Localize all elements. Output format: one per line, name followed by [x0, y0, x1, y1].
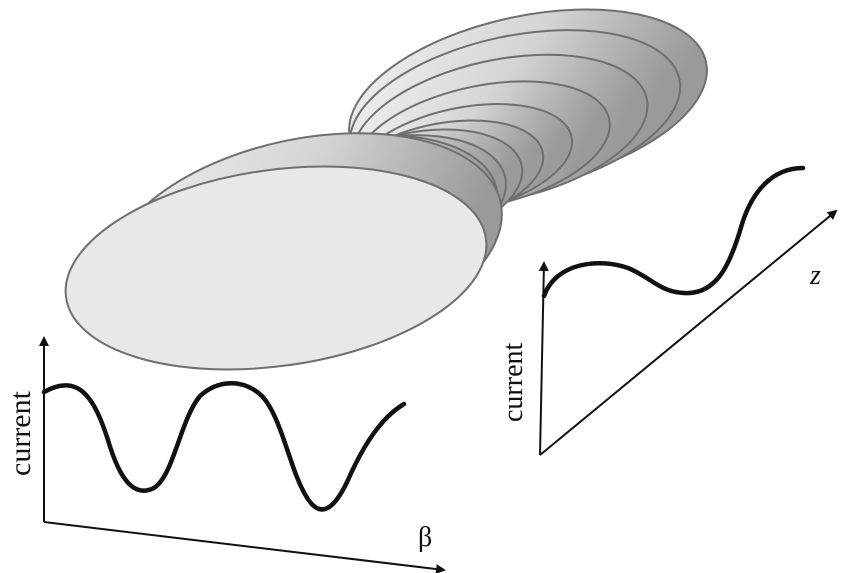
- right-plot: current z: [498, 165, 838, 456]
- left-x-axis: [43, 521, 446, 573]
- right-z-axis: [539, 209, 838, 456]
- z-label: z: [809, 260, 821, 291]
- left-plot: current β: [4, 336, 446, 573]
- beta-label: β: [418, 522, 432, 553]
- right-current-curve: [541, 165, 806, 299]
- left-current-label: current: [4, 390, 37, 476]
- disk-stack: [64, 8, 708, 371]
- right-current-label: current: [498, 342, 529, 422]
- disk-front: [64, 165, 488, 371]
- left-current-curve: [41, 381, 407, 512]
